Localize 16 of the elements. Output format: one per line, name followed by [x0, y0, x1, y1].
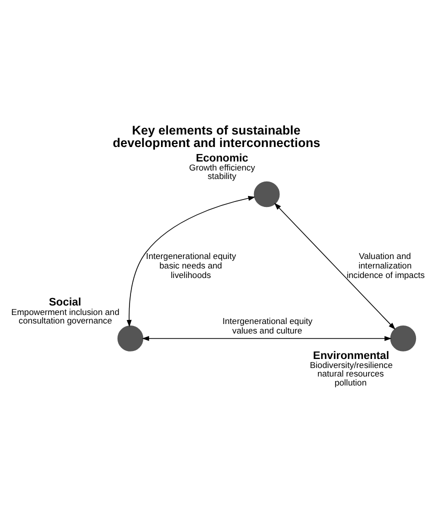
diagram-title: Key elements of sustainable development and interconnections [112, 123, 320, 150]
node-label: Social [48, 296, 82, 308]
node-circle [117, 325, 144, 351]
node-label: Growth efficiency stability [189, 162, 256, 181]
arrow [274, 202, 396, 330]
edge-label: Intergenerational equity basic needs and livelihoods [146, 250, 236, 280]
node-label: Environmental [313, 350, 390, 362]
node-label: Biodiversity/resilience natural resources pollution [310, 360, 393, 387]
edge-label: Valuation and internalization incidence of impacts [346, 250, 425, 280]
arrow [142, 336, 392, 340]
node-label: Empowerment inclusion and consultation governance [11, 306, 120, 325]
arrow [126, 195, 256, 327]
edge-label: Intergenerational equity values and culture [222, 316, 312, 336]
node-circle [390, 325, 416, 351]
node-label: Economic [196, 152, 248, 164]
node-circle [254, 180, 280, 207]
